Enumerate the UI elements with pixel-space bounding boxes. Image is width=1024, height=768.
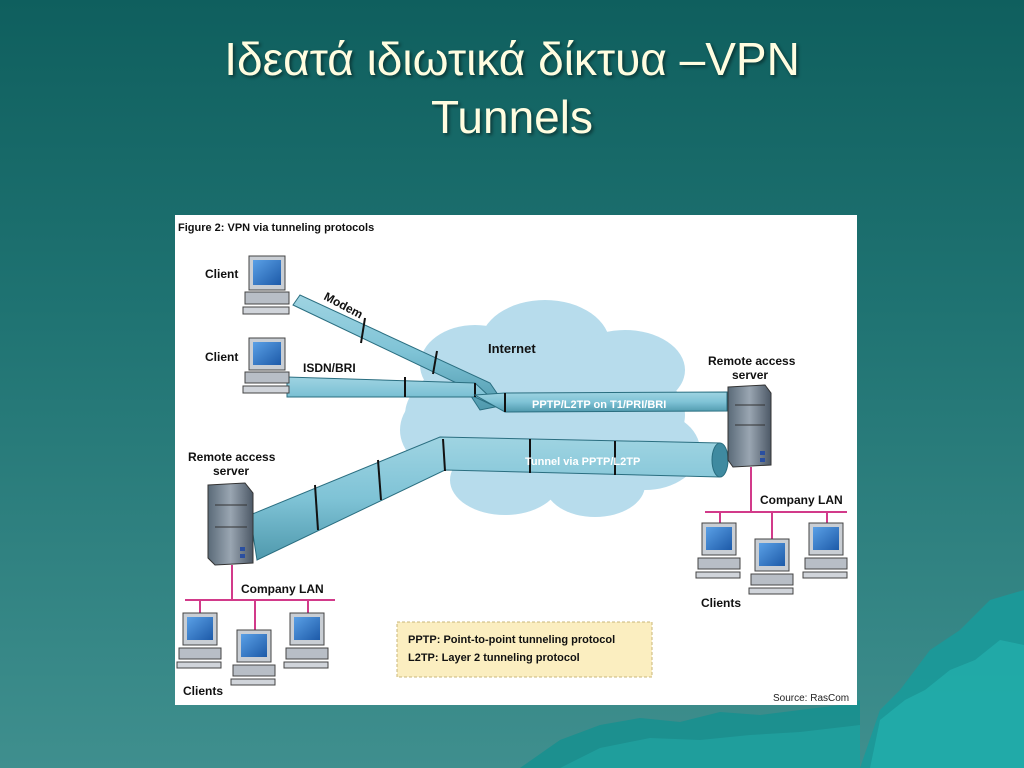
clients-left-computers — [176, 612, 329, 686]
isdn-label: ISDN/BRI — [303, 361, 356, 375]
pptp-t1-label: PPTP/L2TP on T1/PRI/BRI — [532, 399, 666, 411]
slide-title: Ιδεατά ιδιωτικά δίκτυα –VPN Tunnels — [0, 30, 1024, 146]
t1-tube — [473, 391, 728, 413]
vpn-diagram: Figure 2: VPN via tunneling protocols In… — [176, 222, 849, 704]
ras-right-line1: Remote access — [708, 354, 796, 368]
remote-access-server-left — [207, 482, 254, 566]
tunnel-label: Tunnel via PPTP/L2TP — [525, 456, 640, 468]
company-lan-right — [705, 467, 847, 540]
client-top-computer — [242, 255, 290, 315]
internet-label: Internet — [488, 341, 536, 356]
lan-left-label: Company LAN — [241, 582, 324, 596]
client-computer — [283, 612, 329, 669]
remote-access-server-right — [727, 384, 772, 468]
client-top-label: Client — [205, 267, 238, 281]
lan-right-label: Company LAN — [760, 493, 843, 507]
client-mid-computer — [242, 337, 290, 394]
ras-left-line2: server — [213, 464, 249, 478]
legend-box: PPTP: Point-to-point tunneling protocol … — [396, 621, 653, 678]
client-computer — [176, 612, 222, 669]
clients-right-computers — [695, 522, 848, 595]
client-computer — [230, 629, 276, 686]
legend-l2tp: L2TP: Layer 2 tunneling protocol — [408, 652, 580, 664]
source-label: Source: RasCom — [773, 693, 849, 704]
title-line-1: Ιδεατά ιδιωτικά δίκτυα –VPN — [224, 33, 800, 85]
clients-left-label: Clients — [183, 684, 223, 698]
tunnel-tube — [249, 436, 729, 561]
vpn-diagram-figure: Figure 2: VPN via tunneling protocols In… — [175, 215, 857, 705]
figure-caption: Figure 2: VPN via tunneling protocols — [178, 222, 374, 234]
ras-left-line1: Remote access — [188, 450, 276, 464]
client-computer — [748, 538, 794, 595]
company-lan-left — [185, 565, 335, 630]
client-computer — [802, 522, 848, 579]
title-line-2: Tunnels — [431, 91, 593, 143]
clients-right-label: Clients — [701, 596, 741, 610]
client-mid-label: Client — [205, 350, 238, 364]
legend-pptp: PPTP: Point-to-point tunneling protocol — [408, 634, 615, 646]
ras-right-line2: server — [732, 368, 768, 382]
client-computer — [695, 522, 741, 579]
